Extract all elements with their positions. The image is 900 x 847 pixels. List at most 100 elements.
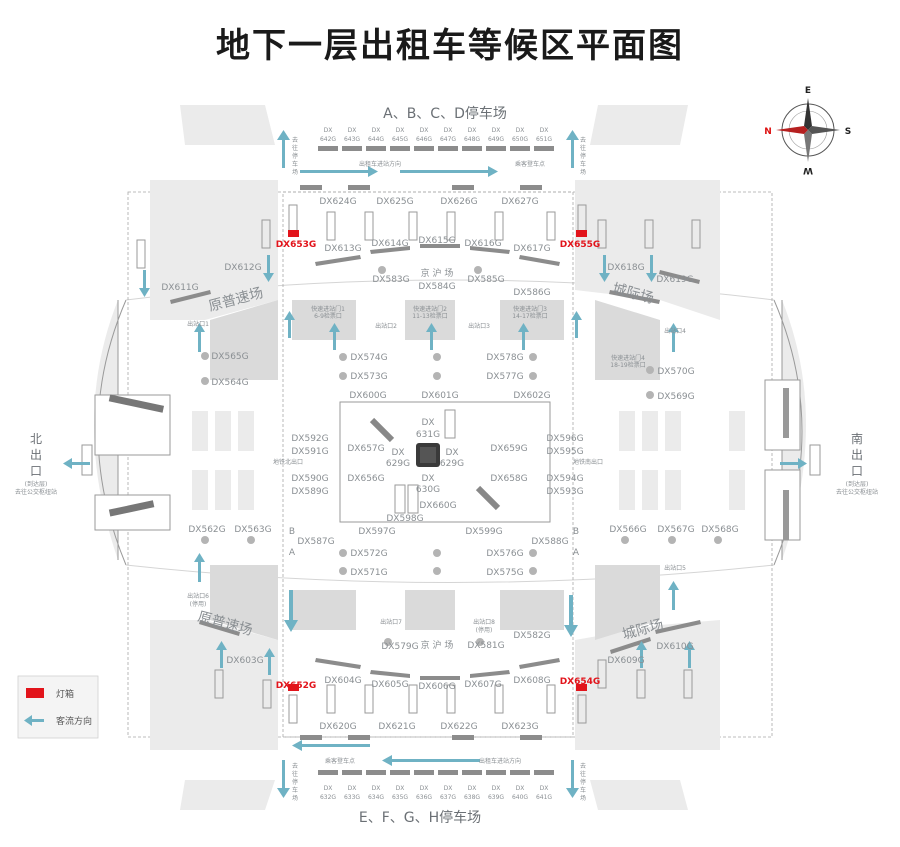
svg-text:车: 车 [580, 786, 586, 794]
svg-text:638G: 638G [464, 794, 480, 801]
legend-light-box-swatch [26, 688, 44, 698]
svg-text:DX562G: DX562G [188, 525, 225, 535]
svg-text:去往公交枢纽站: 去往公交枢纽站 [15, 488, 57, 496]
center-labels: DX600G DX601G DX602G DX592G DX591G DX590… [273, 391, 603, 537]
svg-text:DX: DX [421, 418, 434, 428]
light-box-labels: DX653G DX655G DX652G DX654G [276, 240, 601, 691]
svg-text:DX570G: DX570G [657, 367, 694, 377]
svg-text:京 沪 场: 京 沪 场 [421, 267, 454, 279]
svg-text:场: 场 [580, 168, 586, 176]
parking-block-top-left [180, 105, 275, 145]
svg-text:DX612G: DX612G [224, 263, 261, 273]
svg-text:DX577G: DX577G [486, 372, 523, 382]
svg-text:DX652G: DX652G [276, 681, 317, 691]
svg-text:DX569G: DX569G [657, 392, 694, 402]
compass-s: S [845, 127, 851, 137]
legend: 灯箱 客流方向 [17, 675, 99, 739]
svg-text:DX578G: DX578G [486, 353, 523, 363]
svg-text:DX: DX [444, 127, 453, 134]
svg-text:DX599G: DX599G [465, 527, 502, 537]
compass-w: W [803, 165, 813, 175]
svg-text:635G: 635G [392, 794, 408, 801]
svg-text:DX567G: DX567G [657, 525, 694, 535]
svg-text:DX575G: DX575G [486, 568, 523, 578]
svg-text:DX614G: DX614G [371, 239, 408, 249]
legend-light-box-label: 灯箱 [56, 688, 74, 700]
svg-text:快速进站门3: 快速进站门3 [513, 305, 547, 313]
svg-text:DX653G: DX653G [276, 240, 317, 250]
svg-text:DX607G: DX607G [464, 680, 501, 690]
svg-text:DX600G: DX600G [349, 391, 386, 401]
parking-block-bottom-right [590, 780, 688, 810]
svg-text:出站口2: 出站口2 [375, 322, 397, 330]
svg-text:DX615G: DX615G [418, 236, 455, 246]
svg-text:650G: 650G [512, 136, 528, 143]
svg-text:DX: DX [324, 785, 333, 792]
flow-arrows [63, 130, 807, 798]
svg-text:DX: DX [540, 127, 549, 134]
svg-text:口: 口 [30, 464, 42, 478]
svg-text:DX655G: DX655G [560, 240, 601, 250]
svg-text:DX592G: DX592G [291, 434, 328, 444]
svg-text:DX563G: DX563G [234, 525, 271, 535]
svg-text:DX591G: DX591G [291, 447, 328, 457]
svg-text:630G: 630G [416, 485, 440, 495]
svg-text:639G: 639G [488, 794, 504, 801]
compass-n: N [764, 127, 772, 137]
lower-labels: DX562G DX563G DX587G DX588G DX566G DX567… [188, 525, 738, 732]
svg-text:DX: DX [420, 127, 429, 134]
svg-text:651G: 651G [536, 136, 552, 143]
svg-text:DX602G: DX602G [513, 391, 550, 401]
svg-text:DX: DX [324, 127, 333, 134]
svg-text:6-9检票口: 6-9检票口 [314, 312, 342, 320]
light-boxes [288, 230, 587, 691]
svg-text:往: 往 [292, 770, 298, 778]
svg-text:出站口1: 出站口1 [187, 320, 209, 328]
svg-text:快速进站门1: 快速进站门1 [311, 305, 345, 313]
svg-text:场: 场 [292, 794, 298, 802]
bottom-codes: DX DX DX DX DX DX DX DX DX DX 632G 633G … [320, 785, 552, 801]
taxi-direction-bottom: 出租车进站方向 [479, 757, 521, 765]
svg-text:648G: 648G [464, 136, 480, 143]
svg-text:B: B [573, 527, 579, 537]
center-core [108, 388, 789, 540]
svg-text:DX621G: DX621G [378, 722, 415, 732]
svg-text:DX564G: DX564G [211, 378, 248, 388]
svg-text:快速进站门2: 快速进站门2 [413, 305, 447, 313]
svg-text:629G: 629G [386, 459, 410, 469]
svg-text:(到达层): (到达层) [846, 480, 869, 488]
svg-text:DX606G: DX606G [418, 682, 455, 692]
svg-text:647G: 647G [440, 136, 456, 143]
boarding-top-right: 乘客登车点 [515, 160, 545, 168]
svg-text:DX588G: DX588G [531, 537, 568, 547]
svg-text:出站口4: 出站口4 [664, 327, 686, 335]
svg-text:出站口6: 出站口6 [187, 592, 209, 600]
svg-text:停: 停 [292, 778, 298, 786]
svg-text:DX618G: DX618G [607, 263, 644, 273]
svg-text:京 沪 场: 京 沪 场 [421, 639, 454, 651]
svg-text:DX568G: DX568G [701, 525, 738, 535]
svg-text:出站口7: 出站口7 [380, 618, 402, 626]
svg-text:18-19检票口: 18-19检票口 [610, 361, 645, 369]
svg-text:DX587G: DX587G [297, 537, 334, 547]
svg-text:DX: DX [516, 127, 525, 134]
svg-text:A: A [573, 548, 580, 558]
svg-text:DX616G: DX616G [464, 239, 501, 249]
parking-block-bottom-left [180, 780, 275, 810]
svg-text:DX594G: DX594G [546, 474, 583, 484]
svg-text:DX571G: DX571G [350, 568, 387, 578]
svg-text:DX658G: DX658G [490, 474, 527, 484]
svg-text:DX625G: DX625G [376, 197, 413, 207]
to-parking-vertical: 去 往 停 车 场 去 往 停 车 场 去 往 停 车 场 去 往 停 车 场 [292, 136, 586, 802]
svg-text:DX627G: DX627G [501, 197, 538, 207]
svg-text:636G: 636G [416, 794, 432, 801]
svg-text:DX574G: DX574G [350, 353, 387, 363]
svg-text:车: 车 [580, 160, 586, 168]
compass-rose: E W N S [764, 86, 851, 175]
svg-text:DX593G: DX593G [546, 487, 583, 497]
svg-text:去: 去 [580, 136, 586, 144]
svg-text:场: 场 [580, 794, 586, 802]
svg-text:632G: 632G [320, 794, 336, 801]
svg-text:去: 去 [292, 136, 298, 144]
